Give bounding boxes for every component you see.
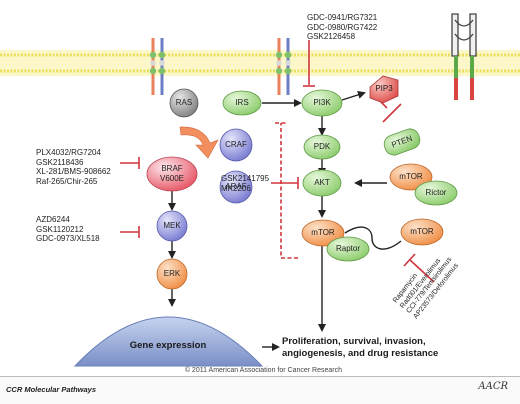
mtor-left-label: mTOR bbox=[311, 228, 335, 237]
erk-node: ERK bbox=[156, 258, 188, 290]
pdk-node: PDK bbox=[303, 134, 341, 160]
outcome-text: Proliferation, survival, invasion, angio… bbox=[282, 336, 438, 360]
araf-node: ARAF bbox=[219, 170, 253, 204]
mek-node: MEK bbox=[156, 210, 188, 242]
drug-label: GDC-0980/RG7422 bbox=[307, 22, 378, 32]
akt-node: AKT bbox=[302, 169, 342, 197]
araf-label: ARAF bbox=[225, 182, 246, 191]
akt-label: AKT bbox=[314, 178, 330, 187]
rictor-node: Rictor bbox=[414, 180, 458, 206]
raptor-node: Raptor bbox=[326, 236, 370, 262]
mtor-right-node: mTOR bbox=[400, 218, 444, 246]
irs-label: IRS bbox=[235, 98, 248, 107]
pi3k-node: PI3K bbox=[301, 89, 343, 117]
pathway-arrows bbox=[168, 91, 402, 351]
gene-expression-dome bbox=[73, 316, 264, 367]
ras-activation-arrow bbox=[179, 126, 219, 159]
gene-expression-label: Gene expression bbox=[130, 340, 207, 351]
aacr-logo: AACR bbox=[478, 381, 508, 392]
mek-label: MEK bbox=[163, 221, 181, 230]
copyright-notice: © 2011 American Association for Cancer R… bbox=[184, 367, 342, 374]
outcome-line-2: angiogenesis, and drug resistance bbox=[282, 348, 439, 359]
braf-mutation-label: V600E bbox=[160, 174, 184, 183]
ras-node: RAS bbox=[169, 88, 199, 118]
drug-label: GSK2126458 bbox=[307, 32, 356, 41]
pten-node: PTEN bbox=[383, 128, 421, 156]
mtor-right-label: mTOR bbox=[410, 227, 434, 236]
craf-label: CRAF bbox=[225, 140, 247, 149]
receptor-middle bbox=[275, 38, 292, 95]
receptor-left bbox=[149, 38, 166, 95]
drug-label: Raf-265/Chir-265 bbox=[36, 176, 98, 186]
raptor-label: Raptor bbox=[336, 244, 360, 253]
mtor-top-label: mTOR bbox=[399, 172, 423, 181]
braf-label: BRAF bbox=[161, 164, 182, 173]
cell-membrane bbox=[0, 50, 520, 76]
mek-inhibitor-list: AZD6244 GSK1120212 GDC-0973/XL518 bbox=[36, 215, 100, 244]
mtorc2-mtor-top: mTOR bbox=[389, 163, 433, 191]
pip3-label: PIP3 bbox=[375, 84, 393, 93]
inhibitor-marks bbox=[120, 40, 435, 283]
braf-inhibitor-list: PLX4032/RG7204 GSK2118436 XL-281/BMS-908… bbox=[36, 148, 111, 186]
drug-label: XL-281/BMS-908662 bbox=[36, 167, 111, 176]
pi3k-inhibitor-list: GDC-0941/RG7321 GDC-0980/RG7422 GSK21264… bbox=[307, 13, 377, 42]
pi3k-label: PI3K bbox=[313, 98, 331, 107]
pip3-node: PIP3 bbox=[369, 75, 399, 104]
drug-label: GDC-0941/RG7321 bbox=[307, 13, 378, 22]
drug-label: GSK1120212 bbox=[36, 224, 84, 234]
drug-label: GDC-0973/XL518 bbox=[36, 234, 100, 243]
erk-label: ERK bbox=[164, 269, 181, 278]
irs-node: IRS bbox=[222, 90, 262, 116]
pdk-label: PDK bbox=[314, 142, 331, 151]
ras-label: RAS bbox=[176, 98, 192, 107]
braf-node: BRAF V600E bbox=[146, 156, 198, 192]
outcome-line-1: Proliferation, survival, invasion, bbox=[282, 336, 426, 347]
mtor-left-node: mTOR bbox=[301, 219, 345, 247]
drug-label: MK2206 bbox=[221, 183, 251, 193]
rictor-label: Rictor bbox=[426, 188, 447, 197]
drug-label: GSK2141795 bbox=[221, 174, 270, 183]
journal-name: CCR Molecular Pathways bbox=[6, 385, 97, 394]
footer-bar: © 2011 American Association for Cancer R… bbox=[0, 367, 520, 404]
receptor-dimer-right bbox=[451, 13, 477, 100]
craf-node: CRAF bbox=[219, 128, 253, 162]
akt-inhibitor-list: GSK2141795 MK2206 bbox=[221, 174, 269, 193]
drug-label: GSK2118436 bbox=[36, 157, 84, 167]
drug-label: AZD6244 bbox=[36, 215, 70, 224]
drug-label: PLX4032/RG7204 bbox=[36, 148, 101, 157]
